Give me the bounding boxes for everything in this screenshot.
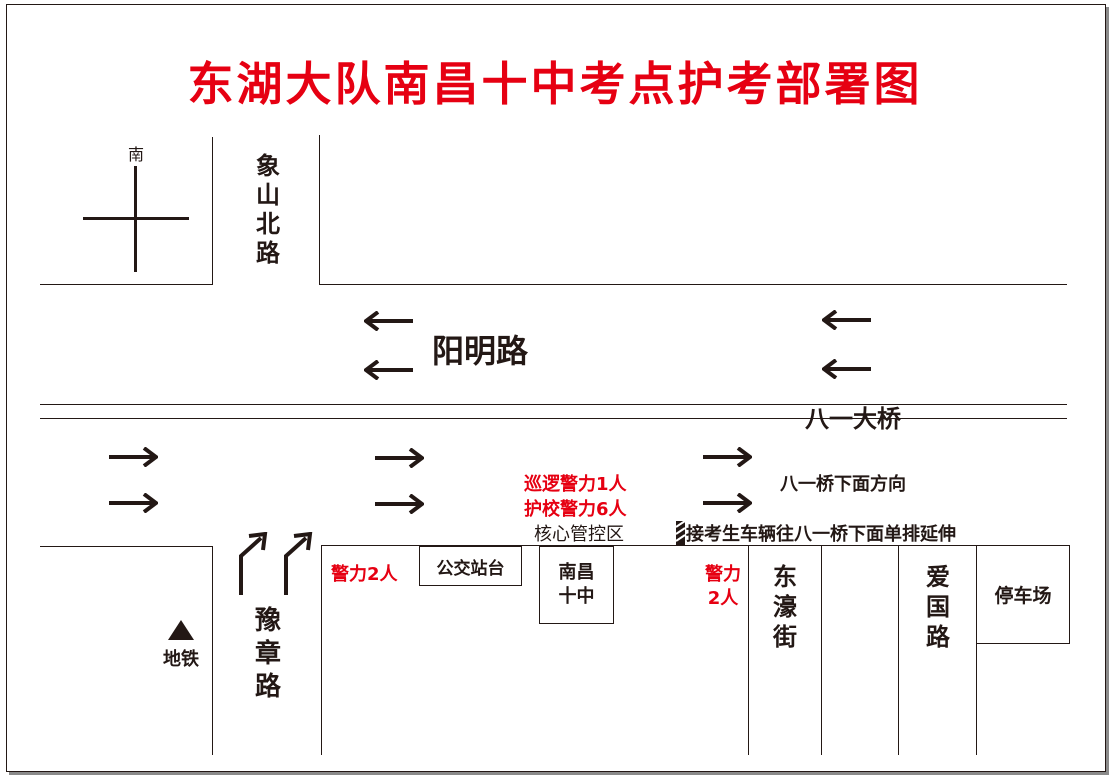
right-arrow-icon: [109, 447, 158, 467]
right-arrow-icon: [375, 494, 424, 514]
left-arrow-icon: [822, 310, 871, 330]
road-edge: [821, 545, 822, 755]
turn-up-right-arrow-icon: [239, 532, 268, 595]
aiguo-road-label: 爱国路: [926, 563, 950, 651]
road-edge: [748, 545, 749, 755]
bus-stop-box: 公交站台: [419, 546, 522, 586]
metro-label: 地铁: [163, 649, 199, 670]
road-edge: [321, 545, 322, 755]
school-guard-police-label: 护校警力6人: [524, 499, 627, 520]
left-arrow-icon: [364, 311, 413, 331]
road-edge: [40, 404, 1067, 405]
road-edge: [321, 545, 1070, 546]
road-edge: [40, 284, 213, 285]
left-arrow-icon: [822, 359, 871, 379]
map-frame: [6, 4, 1106, 772]
road-edge: [212, 546, 213, 755]
road-edge: [319, 135, 320, 285]
compass-label: 南: [128, 145, 145, 164]
left-arrow-icon: [364, 360, 413, 380]
school-label: 南昌十中: [558, 562, 595, 607]
right-arrow-icon: [375, 448, 424, 468]
queue-extension-label: 接考生车辆往八一桥下面单排延伸: [686, 524, 956, 545]
school-box: 南昌十中: [539, 546, 614, 624]
turn-up-right-arrow-icon: [284, 532, 313, 595]
metro-triangle-icon: [168, 620, 194, 640]
right-arrow-icon: [109, 493, 158, 513]
stripe-marker-icon: [676, 521, 685, 545]
parking-label: 停车场: [994, 585, 1052, 607]
xiangshan-road-label: 象山北路: [256, 152, 280, 267]
police-left-label: 警力2人: [331, 564, 398, 585]
core-control-zone-label: 核心管控区: [534, 524, 624, 545]
compass-horizontal-line: [83, 217, 189, 220]
road-edge: [976, 545, 977, 755]
map-title: 东湖大队南昌十中考点护考部署图: [187, 57, 923, 111]
yangming-road-label: 阳明路: [432, 332, 529, 370]
road-edge: [319, 284, 1067, 285]
bus-stop-label: 公交站台: [436, 558, 505, 579]
bayi-bridge-label: 八一大桥: [805, 405, 901, 433]
bridge-under-direction-label: 八一桥下面方向: [780, 474, 906, 495]
road-edge: [898, 545, 899, 755]
donghao-street-label: 东濠街: [773, 563, 797, 651]
yuzhang-road-label: 豫章路: [254, 606, 281, 702]
police-right-label: 警力2人: [705, 564, 741, 609]
road-edge: [40, 546, 213, 547]
road-edge: [40, 418, 1067, 419]
parking-box: 停车场: [976, 545, 1070, 644]
right-arrow-icon: [703, 447, 752, 467]
road-edge: [212, 137, 213, 285]
right-arrow-icon: [703, 493, 752, 513]
patrol-police-label: 巡逻警力1人: [524, 474, 627, 495]
